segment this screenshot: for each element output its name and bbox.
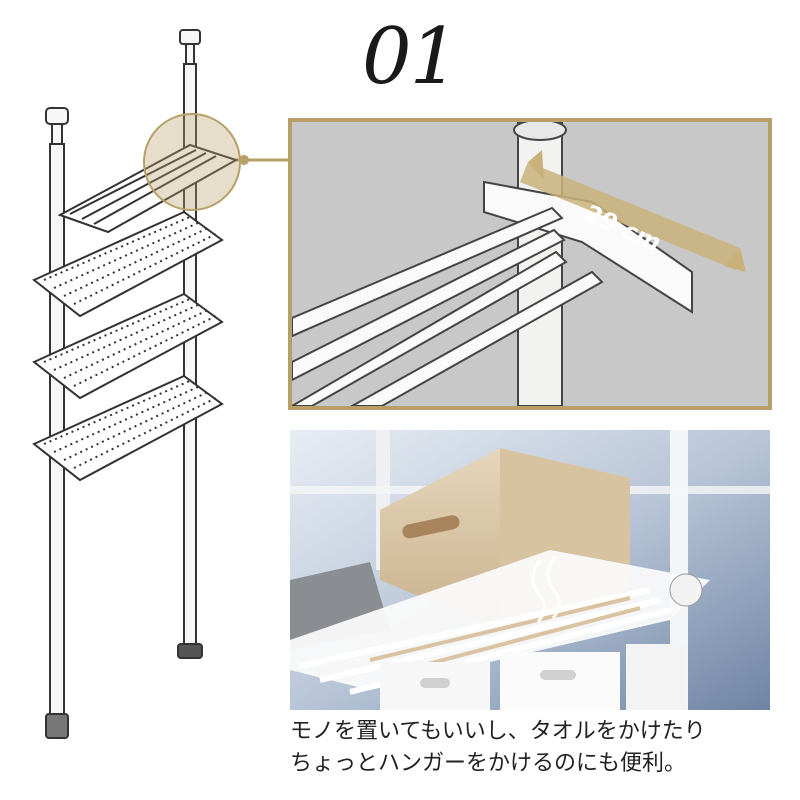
zoom-highlight-circle [143, 113, 241, 211]
rack-illustration [32, 29, 290, 739]
zoom-detail-panel: 29 cm [288, 118, 772, 410]
front-pole [45, 107, 69, 739]
shelf-top [32, 210, 224, 318]
shelf-middle [32, 292, 224, 400]
shelf-bottom [32, 374, 224, 482]
rod-hanger [57, 143, 239, 234]
caption-line-1: モノを置いてもいいし、タオルをかけたり [290, 719, 706, 744]
usage-photo [290, 430, 770, 710]
caption-text: モノを置いてもいいし、タオルをかけたり ちょっとハンガーをかけるのにも便利。 [290, 716, 780, 780]
caption-line-2: ちょっとハンガーをかけるのにも便利。 [290, 751, 687, 776]
section-number-title: 01 [362, 12, 459, 102]
rod-detail-illustration [292, 122, 768, 406]
